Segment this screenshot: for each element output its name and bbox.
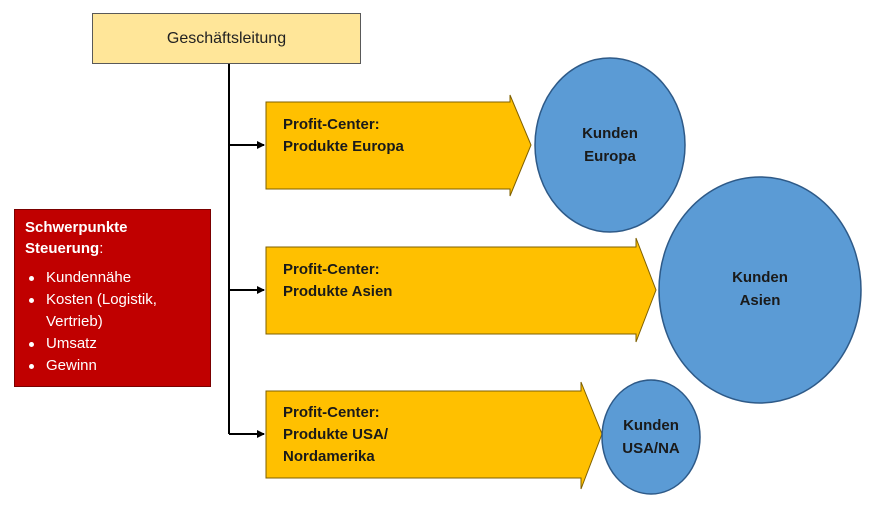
profit-center-asien-arrow [265,237,657,343]
customer-asien-circle [658,176,862,404]
profit-center-usa-label: Profit-Center: Produkte USA/ Nordamerika [283,404,389,465]
management-box: Geschäftsleitung [92,13,361,64]
customer-asien-label: Kunden Asien [732,269,788,309]
profit-center-europa-label: Profit-Center: Produkte Europa [283,116,404,155]
customer-europa-circle [534,57,686,233]
profit-center-asien-label: Profit-Center: Produkte Asien [283,261,393,300]
customer-europa-label: Kunden Europa [582,125,638,165]
focus-item: Kosten (Logistik, Vertrieb) [25,289,200,333]
management-label: Geschäftsleitung [166,29,287,47]
focus-title: Schwerpunkte Steuerung: [25,219,128,257]
focus-item: Umsatz [25,333,200,355]
customer-usa-circle [601,379,701,495]
profit-center-usa-arrow [265,381,603,490]
focus-box: Schwerpunkte Steuerung: Kundennähe Koste… [14,209,211,387]
customer-usa-label: Kunden USA/NA [622,417,680,457]
focus-list: Kundennähe Kosten (Logistik, Vertrieb) U… [25,267,200,377]
focus-item: Gewinn [25,355,200,377]
profit-center-europa-arrow [265,94,532,197]
focus-item: Kundennähe [25,267,200,289]
